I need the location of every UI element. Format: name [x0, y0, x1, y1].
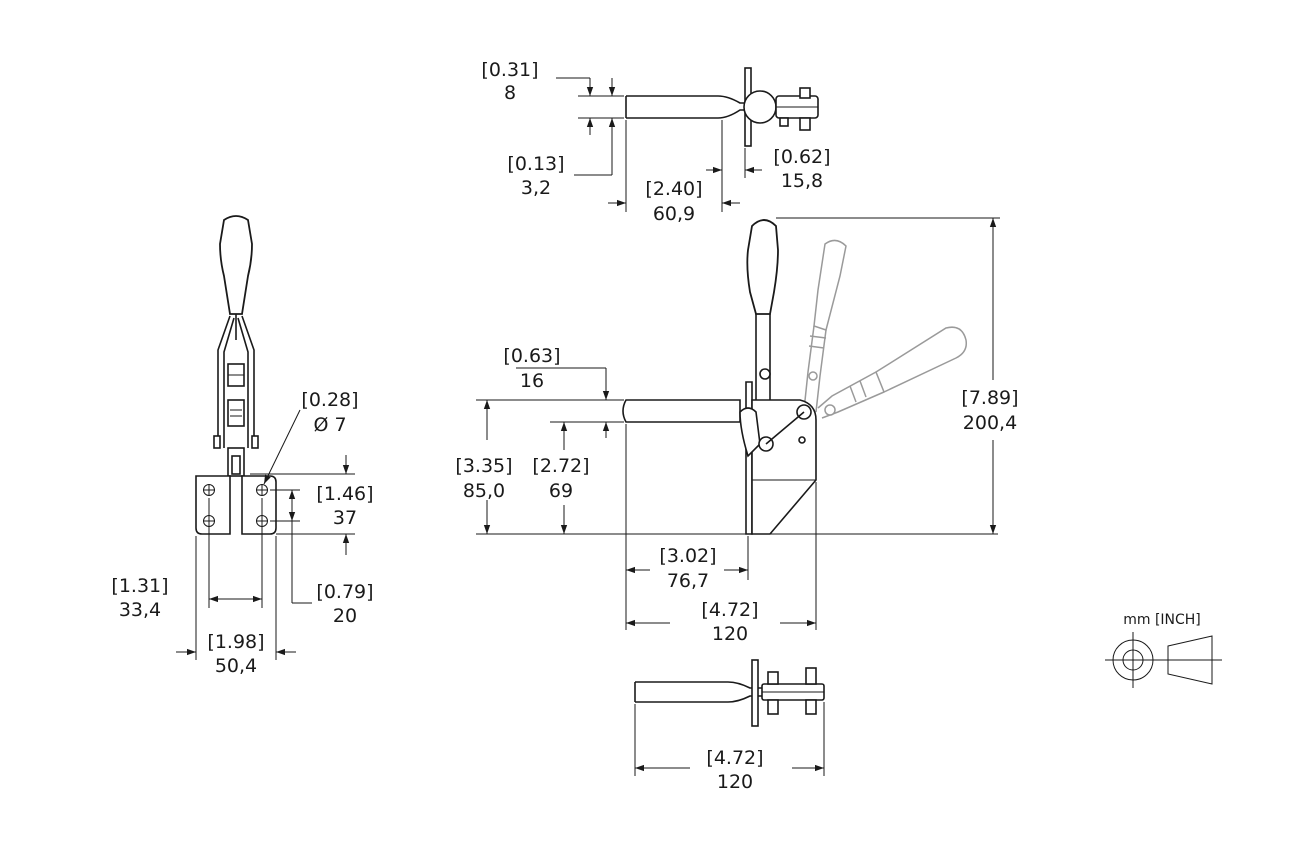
end-dimensions: [176, 409, 355, 660]
dim-base-width-mm: 50,4: [215, 655, 257, 677]
dim-overall-length-mm: 120: [712, 623, 748, 645]
dim-hole-dia-inch: [0.28]: [301, 389, 358, 411]
bottom-dimensions: [634, 702, 825, 776]
dim-reach-inch: [3.02]: [659, 545, 716, 567]
dim-overall-height-inch: [7.89]: [961, 387, 1018, 409]
dim-spindle-height-mm: 69: [549, 480, 573, 502]
dim-bottom-length-inch: [4.72]: [706, 747, 763, 769]
dim-base-width-inch: [1.98]: [207, 631, 264, 653]
dim-base-height-mm: 37: [333, 507, 357, 529]
dim-top-gap-mm: 3,2: [521, 177, 551, 199]
dim-top-pad-mm: 15,8: [781, 170, 823, 192]
bottom-view: [634, 659, 825, 727]
side-dimensions: [476, 217, 1000, 630]
dim-top-thickness-inch: [0.31]: [481, 59, 538, 81]
dim-bar-thickness-inch: [0.63]: [503, 345, 560, 367]
dim-top-gap-inch: [0.13]: [507, 153, 564, 175]
dim-bar-height-inch: [3.35]: [455, 455, 512, 477]
end-view: [195, 215, 277, 535]
dim-hole-spacing-x-inch: [1.31]: [111, 575, 168, 597]
dim-hole-dia-mm: Ø 7: [313, 414, 346, 436]
dim-bar-thickness-mm: 16: [520, 370, 544, 392]
dim-spindle-height-inch: [2.72]: [532, 455, 589, 477]
dim-overall-height-mm: 200,4: [963, 412, 1017, 434]
projection-symbol: [1105, 632, 1222, 688]
dim-overall-length-inch: [4.72]: [701, 599, 758, 621]
top-dimensions: [556, 77, 762, 212]
side-view: [622, 219, 817, 535]
top-view: [625, 67, 819, 147]
dim-hole-spacing-y-inch: [0.79]: [316, 581, 373, 603]
ghost-handle-positions: [803, 239, 968, 419]
dim-bottom-length-mm: 120: [717, 771, 753, 793]
dim-base-height-inch: [1.46]: [316, 483, 373, 505]
dim-reach-mm: 76,7: [667, 570, 709, 592]
dim-top-pad-inch: [0.62]: [773, 146, 830, 168]
dim-hole-spacing-x-mm: 33,4: [119, 599, 161, 621]
dim-hole-spacing-y-mm: 20: [333, 605, 357, 627]
dim-top-length-inch: [2.40]: [645, 178, 702, 200]
dim-top-length-mm: 60,9: [653, 203, 695, 225]
dim-bar-height-mm: 85,0: [463, 480, 505, 502]
dim-top-thickness-mm: 8: [504, 82, 516, 104]
units-legend: mm [INCH]: [1123, 612, 1201, 628]
